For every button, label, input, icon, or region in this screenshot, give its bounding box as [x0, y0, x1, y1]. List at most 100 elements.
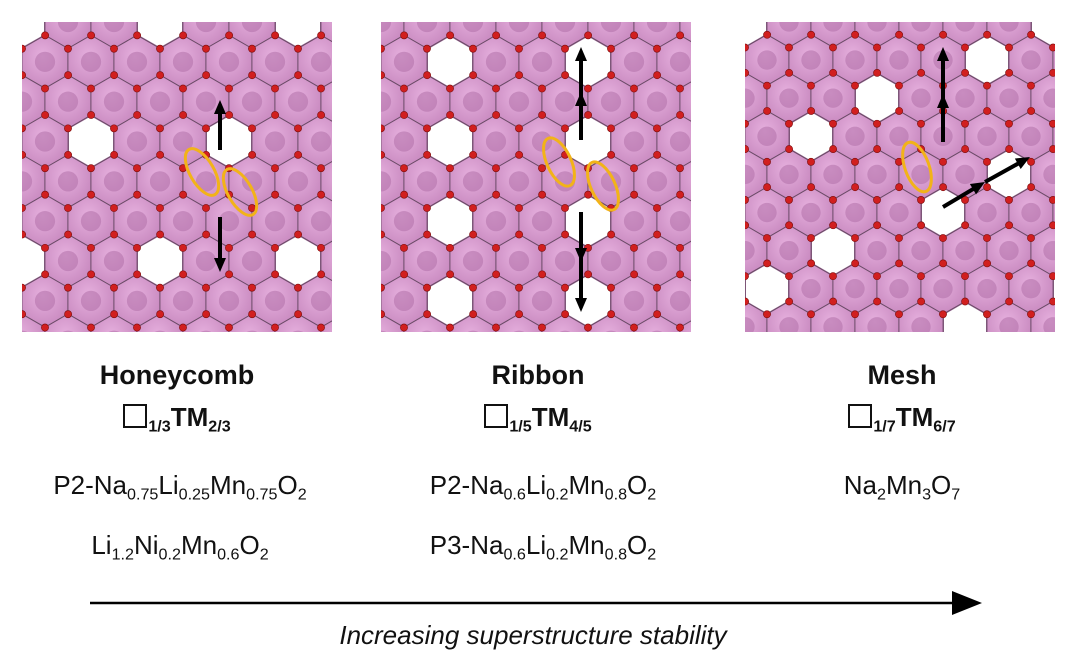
oxygen-atom: [653, 310, 662, 319]
oxygen-atom: [873, 196, 881, 204]
oxygen-atom: [676, 111, 685, 119]
ribbon-compound-1: P2-Na0.6Li0.2Mn0.8O2: [363, 470, 723, 503]
oxygen-atom: [1005, 43, 1013, 52]
oxygen-atom: [851, 30, 860, 39]
oxygen-atom: [653, 150, 662, 159]
vacancy-site: [966, 35, 1008, 85]
vacancy-site: [276, 235, 320, 287]
formula-element: Ni: [133, 530, 159, 560]
oxygen-atom: [492, 243, 500, 252]
oxygen-atom: [1005, 119, 1013, 128]
oxygen-atom: [939, 234, 947, 242]
formula-subscript: 0.6: [217, 545, 240, 564]
oxygen-atom: [202, 44, 210, 53]
oxygen-atom: [22, 310, 27, 319]
vacancy-site: [1054, 276, 1055, 302]
oxygen-atom: [630, 243, 638, 252]
formula-subscript: 0.2: [158, 545, 181, 564]
oxygen-atom: [829, 145, 838, 153]
oxygen-atom: [515, 71, 524, 80]
oxygen-atom: [469, 283, 477, 292]
oxygen-atom: [763, 81, 771, 90]
oxygen-atom: [939, 259, 948, 268]
oxygen-atom: [41, 323, 49, 332]
formula-subscript: 0.6: [503, 545, 526, 564]
formula-element: O: [627, 470, 648, 500]
oxygen-atom: [1027, 107, 1036, 115]
oxygen-atom: [156, 283, 164, 292]
oxygen-atom: [917, 221, 926, 230]
oxygen-atom: [939, 157, 947, 166]
oxygen-atom: [584, 84, 592, 93]
formula-subscript: 7: [951, 485, 961, 504]
oxygen-atom: [785, 221, 794, 230]
oxygen-atom: [917, 297, 926, 306]
oxygen-atom: [676, 323, 684, 332]
oxygen-atom: [64, 204, 72, 212]
oxygen-atom: [630, 84, 638, 93]
oxygen-atom: [400, 111, 409, 119]
oxygen-atom: [561, 283, 569, 292]
oxygen-atom: [829, 196, 837, 204]
oxygen-atom: [294, 150, 303, 159]
oxygen-atom: [851, 234, 859, 242]
oxygen-atom: [895, 30, 904, 39]
oxygen-atom: [607, 283, 615, 292]
vacancy-site: [138, 22, 182, 48]
oxygen-atom: [1027, 81, 1035, 90]
vacancy-site: [566, 116, 610, 167]
oxygen-atom: [763, 107, 772, 115]
oxygen-atom: [156, 310, 165, 319]
honeycomb-compound-1: P2-Na0.75Li0.25Mn0.75O2: [0, 470, 360, 503]
oxygen-atom: [676, 270, 685, 279]
oxygen-atom: [939, 183, 948, 192]
formula-element: Mn: [180, 530, 218, 560]
formula-subscript: 2: [876, 485, 886, 504]
oxygen-atom: [961, 145, 970, 153]
oxygen-atom: [317, 164, 325, 173]
oxygen-atom: [492, 31, 501, 40]
vacancy-site: [1032, 22, 1055, 47]
oxygen-atom: [983, 310, 991, 319]
oxygen-atom: [515, 230, 524, 239]
ribbon-structure-image: [381, 22, 691, 332]
oxygen-atom: [41, 164, 49, 173]
highlight-ellipse: [586, 160, 620, 212]
vacancy-site: [566, 195, 610, 247]
vacancy-site: [428, 116, 472, 167]
oxygen-atom: [41, 84, 49, 93]
honeycomb-vacancy-formula: 1/3TM2/3: [17, 402, 337, 435]
oxygen-atom: [317, 31, 326, 40]
oxygen-atom: [225, 111, 234, 119]
oxygen-atom: [202, 71, 211, 80]
oxygen-atom: [895, 310, 903, 319]
oxygen-atom: [807, 81, 815, 90]
oxygen-atom: [202, 230, 211, 239]
oxygen-atom: [202, 204, 210, 212]
oxygen-atom: [851, 259, 860, 268]
oxygen-atom: [400, 84, 408, 93]
oxygen-atom: [607, 150, 616, 159]
arrow-icon: [214, 100, 226, 114]
oxygen-atom: [873, 145, 882, 153]
formula-subscript: 2: [259, 545, 269, 564]
arrow-icon: [1014, 157, 1030, 170]
oxygen-atom: [202, 283, 210, 292]
oxygen-atom: [807, 234, 815, 242]
oxygen-atom: [983, 157, 991, 166]
oxygen-atom: [961, 119, 969, 128]
oxygen-atom: [179, 111, 188, 119]
oxygen-atom: [64, 124, 72, 133]
oxygen-atom: [983, 30, 992, 39]
oxygen-atom: [630, 270, 639, 279]
oxygen-atom: [873, 297, 882, 306]
oxygen-atom: [851, 81, 859, 90]
arrow-icon: [969, 182, 985, 195]
oxygen-atom: [829, 119, 837, 128]
oxygen-atom: [64, 150, 73, 159]
oxygen-atom: [225, 270, 234, 279]
oxygen-atom: [515, 204, 523, 212]
oxygen-atom: [1049, 221, 1055, 230]
oxygen-atom: [446, 270, 455, 279]
oxygen-atom: [317, 84, 325, 93]
